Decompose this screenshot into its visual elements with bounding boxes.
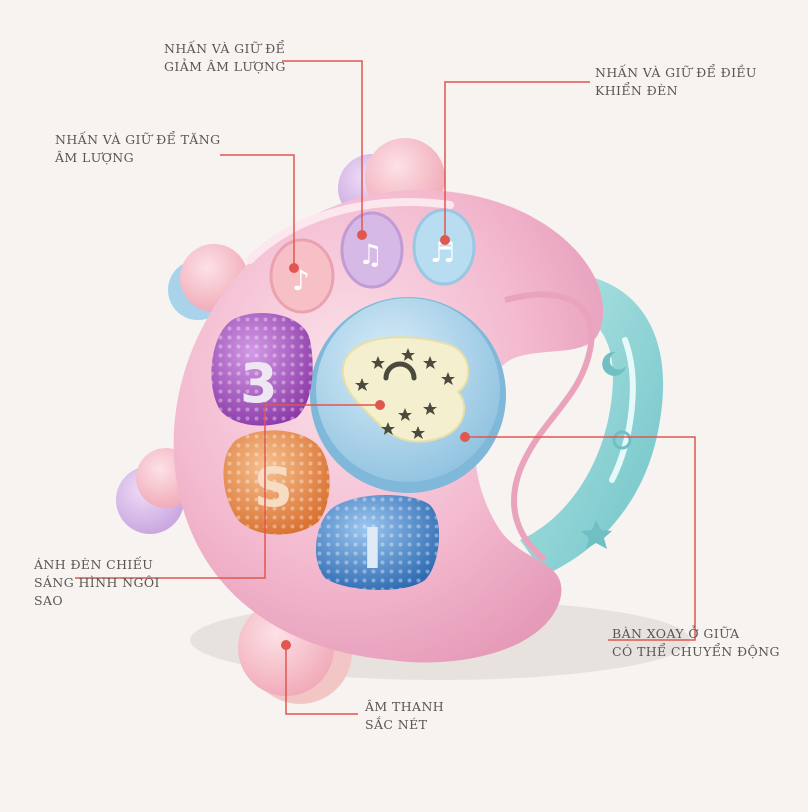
key-s-glyph: S	[254, 456, 293, 519]
label-volume-down-line2: GIẢM ÂM LƯỢNG	[164, 59, 286, 74]
pointer-volume-up	[220, 154, 295, 268]
dot-volume-down	[357, 230, 367, 240]
label-sound-line1: ÂM THANH	[365, 699, 445, 714]
handle-opening	[504, 291, 595, 563]
handle-moon-icon	[602, 351, 626, 376]
label-sound-line2: SẮC NÉT	[365, 717, 428, 732]
handle-heart-icon	[612, 430, 632, 450]
label-light-control-line2: KHIỂN ĐÈN	[595, 83, 678, 98]
pointer-volume-down	[282, 60, 363, 235]
dot-rotating-disc	[460, 432, 470, 442]
label-sound: ÂM THANH SẮC NÉT	[365, 698, 444, 734]
pointer-sound	[285, 645, 358, 715]
label-volume-up-line2: ÂM LƯỢNG	[55, 150, 135, 165]
handle-star-icon	[581, 520, 612, 549]
volume-up-button[interactable]	[269, 238, 335, 314]
dot-light	[440, 235, 450, 245]
dot-volume-up	[289, 263, 299, 273]
label-star-light-line2: SÁNG HÌNH NGÔI	[34, 575, 160, 590]
handle-shine	[609, 337, 636, 483]
label-star-light: ÁNH ĐÈN CHIẾU SÁNG HÌNH NGÔI SAO	[34, 556, 160, 610]
label-rotating-disc-line2: CÓ THỂ CHUYỂN ĐỘNG	[612, 644, 780, 659]
label-light-control: NHẤN VÀ GIỮ ĐỂ ĐIỀU KHIỂN ĐÈN	[595, 64, 757, 100]
light-button[interactable]	[412, 208, 476, 286]
body-rim-shine	[246, 198, 454, 264]
dot-star-light	[375, 400, 385, 410]
label-star-light-line1: ÁNH ĐÈN CHIẾU	[34, 557, 154, 572]
label-rotating-disc: BÀN XOAY Ở GIỮA CÓ THỂ CHUYỂN ĐỘNG	[612, 625, 780, 661]
label-volume-up-line1: NHẤN VÀ GIỮ ĐỂ TĂNG	[55, 132, 221, 147]
label-volume-up: NHẤN VÀ GIỮ ĐỂ TĂNG ÂM LƯỢNG	[55, 131, 220, 167]
projector-moon	[383, 361, 417, 381]
dot-sound	[281, 640, 291, 650]
volume-down-note-icon: ♫	[358, 238, 383, 271]
label-light-control-line1: NHẤN VÀ GIỮ ĐỂ ĐIỀU	[595, 65, 757, 80]
label-volume-down-line1: NHẤN VÀ GIỮ ĐỂ	[164, 41, 286, 56]
pointer-dots	[281, 230, 470, 650]
volume-down-button[interactable]	[340, 211, 404, 289]
pointer-lines	[75, 60, 696, 715]
label-volume-down: NHẤN VÀ GIỮ ĐỂ GIẢM ÂM LƯỢNG	[164, 40, 286, 76]
pointer-light	[444, 81, 590, 240]
label-star-light-line3: SAO	[34, 593, 64, 608]
pointer-rotating-disc	[465, 436, 696, 641]
pointer-star-light	[75, 404, 380, 579]
key-i-glyph: I	[362, 517, 383, 582]
projector-stars	[355, 348, 455, 439]
label-rotating-disc-line1: BÀN XOAY Ở GIỮA	[612, 626, 740, 641]
